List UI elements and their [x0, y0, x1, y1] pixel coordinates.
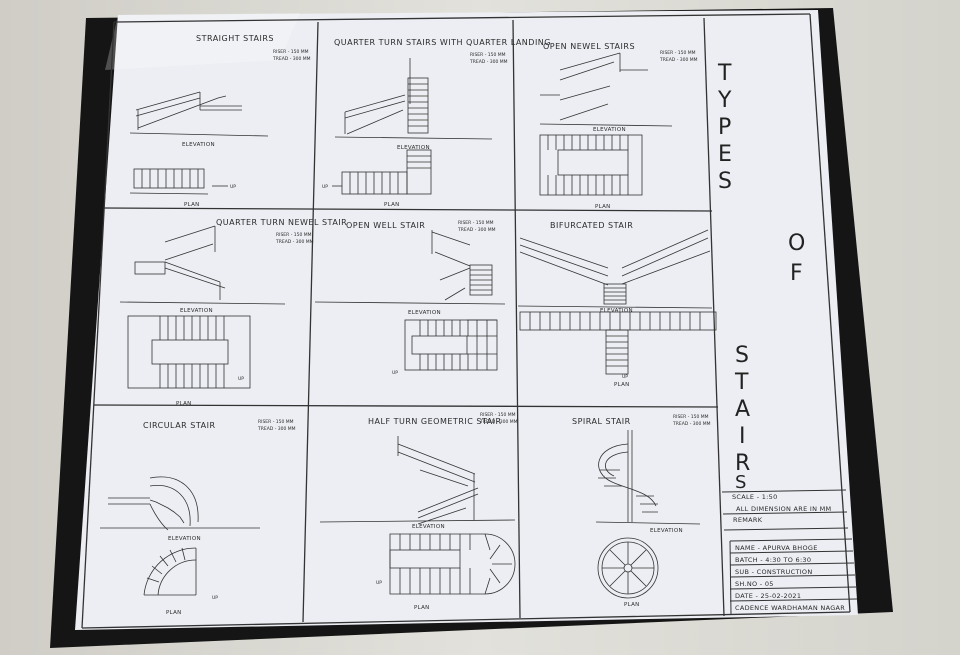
half-turn-geometric-drawing — [319, 436, 516, 595]
glare — [105, 13, 300, 70]
open-newel-drawing — [539, 52, 673, 196]
open-well-drawing — [314, 230, 506, 371]
quarter-turn-newel-drawing — [119, 225, 286, 389]
title-block-lines — [721, 489, 858, 615]
bifurcated-drawing — [517, 229, 717, 375]
straight-stairs-drawing — [129, 91, 269, 195]
circular-drawing — [100, 476, 260, 596]
spiral-drawing — [595, 430, 701, 599]
quarter-turn-landing-drawing — [332, 58, 493, 195]
